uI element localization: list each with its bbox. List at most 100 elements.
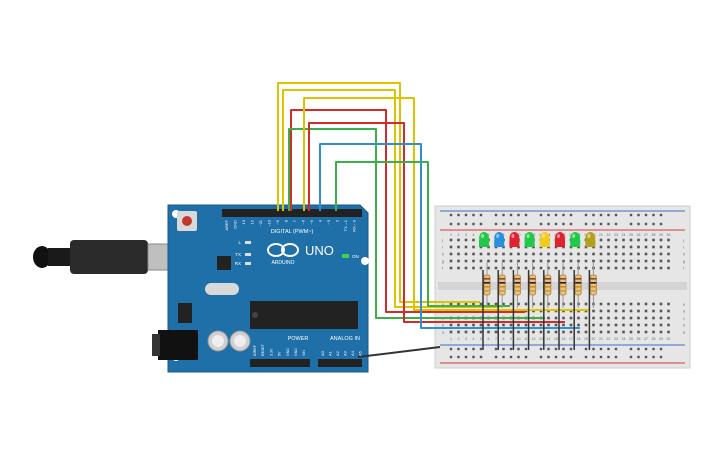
led[interactable] — [585, 232, 596, 244]
led[interactable] — [555, 232, 565, 244]
column-number: 2 — [458, 233, 460, 237]
power-jack-icon[interactable] — [152, 330, 198, 360]
led[interactable] — [539, 232, 550, 244]
power-pin-label: GND — [294, 348, 298, 356]
column-number: 24 — [622, 233, 626, 237]
power-label: POWER — [288, 336, 309, 342]
column-number: 29 — [659, 233, 663, 237]
resistor-band — [484, 290, 490, 292]
top-pin-label: 7 — [292, 219, 297, 222]
resistor-band — [484, 286, 490, 288]
power-pin-label: 3.3V — [269, 348, 273, 356]
column-number: 7 — [495, 337, 497, 341]
column-number: 27 — [644, 233, 648, 237]
row-letter: g — [442, 260, 444, 264]
resistor-band — [499, 290, 506, 292]
usb-cable-icon[interactable] — [33, 240, 171, 274]
column-number: 23 — [614, 337, 618, 341]
column-number: 25 — [629, 233, 633, 237]
resistor-band — [590, 290, 597, 292]
jumper-wire[interactable] — [288, 128, 545, 319]
resistor-band — [544, 286, 551, 288]
column-number: 22 — [607, 337, 611, 341]
column-number: 14 — [547, 337, 551, 341]
jumper-wire[interactable] — [335, 161, 510, 307]
resistor-band — [575, 290, 582, 292]
jumper-wire[interactable] — [290, 109, 525, 313]
led[interactable] — [494, 232, 505, 244]
resistor-band — [590, 278, 597, 280]
led[interactable] — [524, 232, 535, 244]
column-number: 8 — [503, 337, 505, 341]
leds[interactable] — [479, 232, 596, 247]
jumper-wire[interactable] — [319, 143, 580, 329]
analog-header[interactable] — [318, 359, 362, 367]
resistor-band — [544, 282, 551, 284]
analog-pin-label: A0 — [320, 350, 325, 356]
row-letter: a — [683, 331, 686, 335]
column-number: 18 — [577, 337, 581, 341]
digital-header[interactable] — [222, 209, 362, 217]
row-letter: g — [683, 260, 685, 264]
resistors[interactable] — [482, 262, 597, 350]
column-number: 3 — [465, 233, 467, 237]
column-number: 5 — [480, 337, 482, 341]
column-number: 28 — [652, 337, 656, 341]
wires[interactable] — [277, 82, 590, 329]
analog-pin-label: A2 — [335, 350, 340, 356]
small-chip — [217, 256, 231, 270]
jumper-wire[interactable] — [277, 82, 480, 303]
analog-pin-label: A1 — [328, 350, 333, 356]
column-number: 4 — [473, 233, 475, 237]
reset-button-icon[interactable] — [177, 211, 197, 231]
column-number: 11 — [524, 337, 528, 341]
led[interactable] — [509, 232, 520, 244]
column-number: 26 — [637, 337, 641, 341]
row-letter: e — [442, 303, 444, 307]
power-pin-label: VIN — [302, 350, 306, 356]
top-pin-label: 2 — [335, 219, 340, 222]
column-number: 13 — [539, 337, 543, 341]
row-letter: h — [683, 253, 685, 257]
column-number: 2 — [458, 337, 460, 341]
resistor-band — [529, 282, 536, 284]
analog-pin-label: A5 — [358, 350, 363, 356]
led[interactable] — [479, 232, 489, 244]
top-pin-label: 12 — [250, 219, 255, 224]
resistor-band — [575, 286, 582, 288]
status-leds: L TX RX ON — [235, 240, 359, 266]
ground-wire[interactable] — [357, 346, 441, 358]
row-letter: a — [442, 331, 445, 335]
led-l-label: L — [238, 240, 241, 245]
top-pin-label: AREF — [224, 219, 229, 230]
led-highlight — [572, 234, 576, 238]
row-letter: j — [682, 239, 684, 243]
power-header[interactable] — [250, 359, 310, 367]
column-number: 23 — [614, 233, 618, 237]
top-pin-label: 13 — [241, 219, 246, 224]
row-letter: f — [442, 267, 444, 271]
resistor-band — [560, 286, 566, 288]
arduino-logo-icon: ARDUINO — [267, 243, 299, 266]
column-number: 12 — [532, 337, 536, 341]
resistor-band — [560, 278, 566, 280]
resistor-band — [499, 286, 506, 288]
row-letter: b — [683, 324, 685, 328]
led[interactable] — [570, 232, 581, 244]
resistor-band — [575, 278, 582, 280]
column-number: 10 — [517, 337, 521, 341]
capacitor-icon — [207, 330, 251, 352]
row-letter: f — [683, 267, 685, 271]
led-highlight — [587, 234, 591, 238]
resistor-band — [529, 286, 536, 288]
resistor-band — [499, 282, 506, 284]
arduino-board[interactable]: DIGITAL (PWM~) ARDUINO UNO L TX RX ON — [152, 204, 369, 373]
jumper-wire[interactable] — [308, 122, 565, 323]
analog-label: ANALOG IN — [330, 336, 360, 342]
resistor-band — [514, 286, 521, 288]
jumper-wire[interactable] — [303, 97, 590, 311]
column-number: 17 — [569, 337, 573, 341]
top-pin-label: ~5 — [309, 219, 314, 224]
